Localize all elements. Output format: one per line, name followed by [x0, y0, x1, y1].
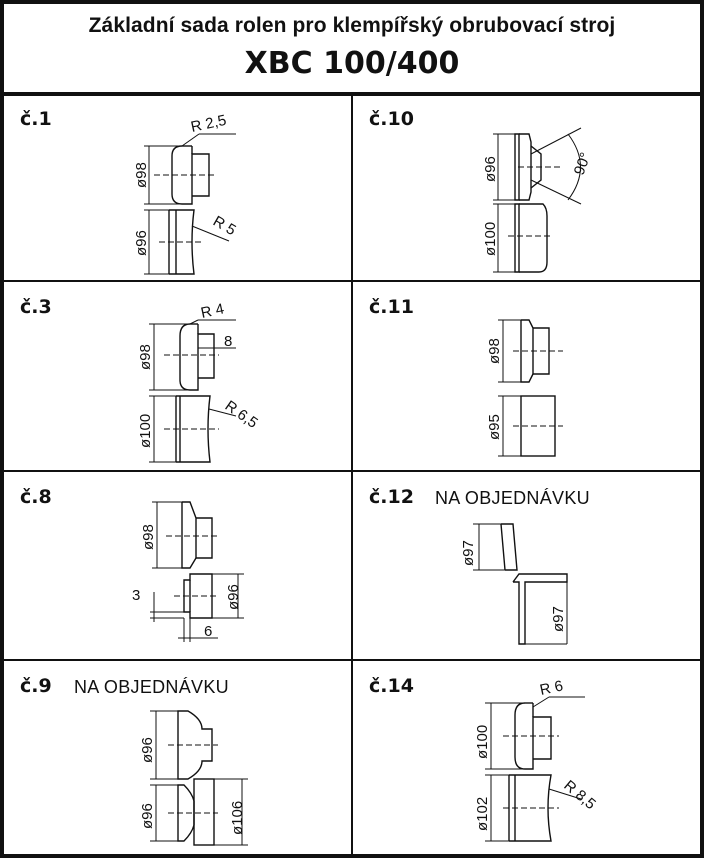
roller-drawing-9: ø96 ø96 ø106 [139, 710, 248, 846]
row-divider [4, 659, 700, 661]
diameter-label: ø98 [133, 162, 150, 188]
roller-cell-9: č.9 NA OBJEDNÁVKU ø96 ø96 ø106 [4, 663, 351, 851]
roller-drawing-14: R 6 ø100 ø102 R 8,5 [474, 677, 599, 842]
roller-cell-1: č.1 R 2,5 ø98 ø96 R 5 [4, 96, 351, 284]
on-order-note: NA OBJEDNÁVKU [74, 677, 229, 697]
diameter-label: ø95 [486, 414, 503, 440]
sheet-title: Základní sada rolen pro klempířský obrub… [88, 14, 616, 37]
diameter-label: ø100 [482, 222, 499, 256]
step-label: 3 [132, 587, 140, 604]
roller-number: č.8 [20, 486, 52, 508]
roller-drawing-8: ø98 ø96 3 6 [132, 501, 244, 642]
diameter-label: ø97 [550, 606, 567, 632]
column-divider [351, 92, 353, 854]
radius-label: R 8,5 [560, 777, 598, 813]
header: Základní sada rolen pro klempířský obrub… [4, 4, 700, 96]
diameter-label: ø96 [482, 156, 499, 182]
row-divider [4, 470, 700, 472]
roller-number: č.12 [369, 486, 414, 508]
roller-number: č.10 [369, 108, 414, 130]
diameter-label: ø100 [137, 414, 154, 448]
diameter-label: ø96 [133, 230, 150, 256]
diameter-label: ø97 [460, 540, 477, 566]
machine-model: XBC 100/400 [244, 46, 460, 81]
roller-drawing-1: R 2,5 ø98 ø96 R 5 [133, 112, 239, 275]
radius-label: R 4 [199, 300, 225, 321]
roller-number: č.14 [369, 675, 414, 697]
diameter-label: ø96 [225, 584, 242, 610]
radius-label: R 6,5 [222, 397, 261, 431]
diameter-label: ø98 [137, 344, 154, 370]
width-label: 8 [224, 333, 232, 350]
diameter-label: ø102 [474, 797, 491, 831]
roller-drawing-12: ø97 ø97 [460, 523, 568, 645]
on-order-note: NA OBJEDNÁVKU [435, 488, 590, 508]
roller-cell-11: č.11 ø98 ø95 [353, 284, 700, 472]
width-label: 6 [204, 623, 212, 640]
roller-drawing-11: ø98 ø95 [486, 319, 563, 457]
diameter-label: ø96 [139, 803, 156, 829]
radius-label: R 6 [538, 677, 564, 698]
diameter-label: ø96 [139, 737, 156, 763]
roller-drawing-3: R 4 8 ø98 ø100 R 6,5 [137, 300, 261, 463]
roller-cell-10: č.10 ø96 ø100 90° [353, 96, 700, 284]
roller-number: č.1 [20, 108, 52, 130]
roller-cell-12: č.12 NA OBJEDNÁVKU ø97 ø97 [353, 474, 700, 662]
roller-cell-3: č.3 R 4 8 ø98 ø100 R 6,5 [4, 284, 351, 472]
roller-cell-14: č.14 R 6 ø100 ø102 R 8,5 [353, 663, 700, 851]
roller-drawing-10: ø96 ø100 90° [482, 127, 595, 273]
roller-number: č.11 [369, 296, 414, 318]
angle-label: 90° [571, 150, 595, 177]
radius-label: R 2,5 [189, 112, 228, 136]
diameter-label: ø100 [474, 725, 491, 759]
diameter-label: ø98 [486, 338, 503, 364]
roller-number: č.9 [20, 675, 52, 697]
roller-number: č.3 [20, 296, 52, 318]
roller-cell-8: č.8 ø98 ø96 3 6 [4, 474, 351, 662]
diameter-label: ø98 [140, 524, 157, 550]
diameter-label: ø106 [229, 801, 246, 835]
row-divider [4, 280, 700, 282]
